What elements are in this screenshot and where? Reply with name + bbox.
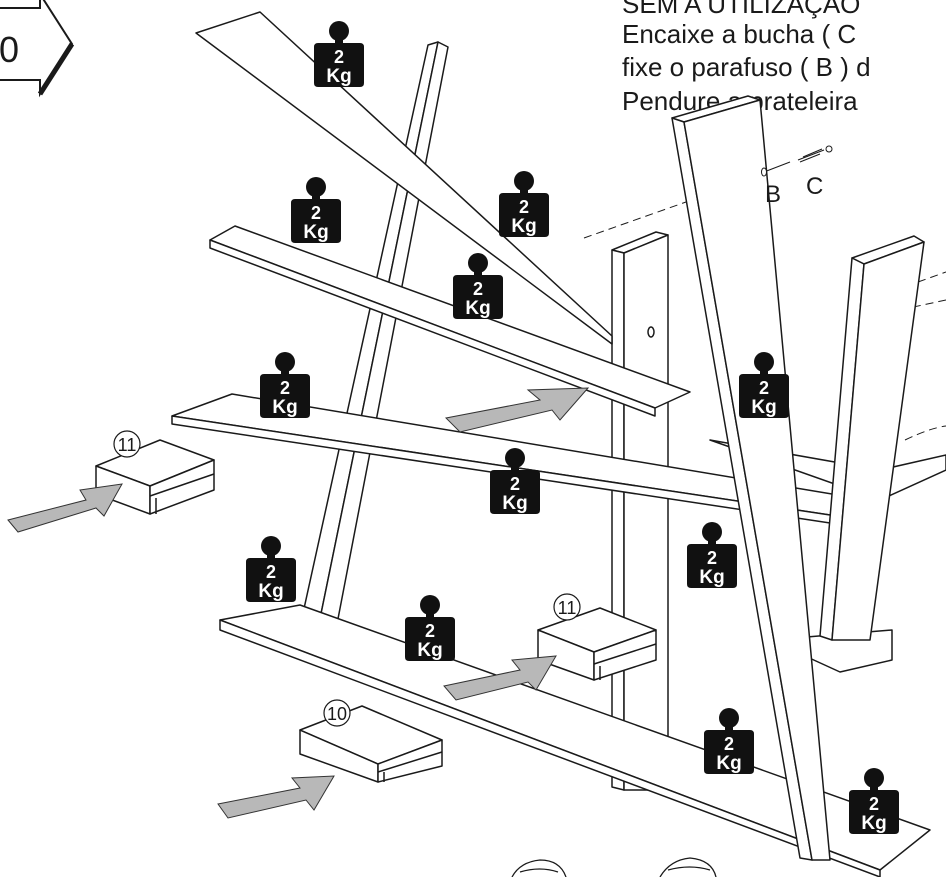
part-callout-11-left: 11 [113, 430, 141, 458]
weight-unit: Kg [716, 753, 741, 774]
weight-unit: Kg [272, 397, 297, 418]
weight-value: 2 [707, 548, 717, 568]
part-callout-10: 10 [323, 699, 351, 727]
part-number: 10 [327, 704, 347, 724]
far-right-panel [819, 235, 925, 641]
insert-arrow-center [443, 655, 557, 701]
weight-marker: 2Kg [687, 522, 737, 588]
weight-value: 2 [759, 378, 769, 398]
weight-marker: 2Kg [246, 536, 296, 602]
instruction-line-1: SEM A UTILIZAÇÃO [622, 0, 861, 19]
weight-marker: 2Kg [490, 448, 540, 514]
weight-unit: Kg [511, 216, 536, 237]
step-badge: 10 [0, 0, 75, 98]
weight-value: 2 [334, 47, 344, 67]
weight-value: 2 [724, 734, 734, 754]
weight-value: 2 [280, 378, 290, 398]
shelf-2 [209, 225, 691, 417]
shelf-top [195, 11, 613, 345]
weight-value: 2 [473, 279, 483, 299]
center-post [611, 231, 669, 791]
weight-value: 2 [311, 203, 321, 223]
drawer-11-center [537, 607, 657, 681]
weight-value: 2 [869, 794, 879, 814]
instruction-line-3: fixe o parafuso ( B ) d [622, 52, 871, 82]
weight-unit: Kg [303, 222, 328, 243]
weight-value: 2 [519, 197, 529, 217]
part-number: 11 [558, 598, 577, 618]
weight-marker: 2Kg [453, 253, 503, 319]
weight-unit: Kg [861, 813, 886, 834]
weight-marker: 2Kg [260, 352, 310, 418]
weight-unit: Kg [502, 493, 527, 514]
weight-marker: 2Kg [499, 171, 549, 237]
shelf-bottom [219, 604, 931, 877]
instruction-line-2: Encaixe a bucha ( C [622, 19, 857, 49]
step-number: 10 [0, 29, 19, 70]
weight-marker: 2Kg [291, 177, 341, 243]
insert-arrow-upper [444, 387, 590, 433]
weight-unit: Kg [751, 397, 776, 418]
weight-marker: 2Kg [405, 595, 455, 661]
insert-arrow-bottom [217, 775, 335, 819]
character-heads [511, 857, 717, 877]
weight-marker: 2Kg [739, 352, 789, 418]
weight-value: 2 [510, 474, 520, 494]
drawer-11-left [95, 439, 215, 515]
weight-marker: 2Kg [849, 768, 899, 834]
weight-unit: Kg [417, 640, 442, 661]
weight-unit: Kg [326, 66, 351, 87]
anchor-label: C [806, 173, 823, 200]
weight-value: 2 [425, 621, 435, 641]
screw-and-anchor [761, 145, 833, 177]
weight-unit: Kg [699, 567, 724, 588]
weight-unit: Kg [465, 298, 490, 319]
insert-arrow-left [7, 483, 123, 533]
weight-value: 2 [266, 562, 276, 582]
part-number: 11 [118, 435, 137, 455]
weight-unit: Kg [258, 581, 283, 602]
weight-marker: 2Kg [314, 21, 364, 87]
drawer-10-bottom [299, 705, 443, 783]
part-callout-11-center: 11 [553, 593, 581, 621]
screw-label: B [765, 181, 781, 208]
weight-marker: 2Kg [704, 708, 754, 774]
right-side-panel [671, 95, 831, 861]
